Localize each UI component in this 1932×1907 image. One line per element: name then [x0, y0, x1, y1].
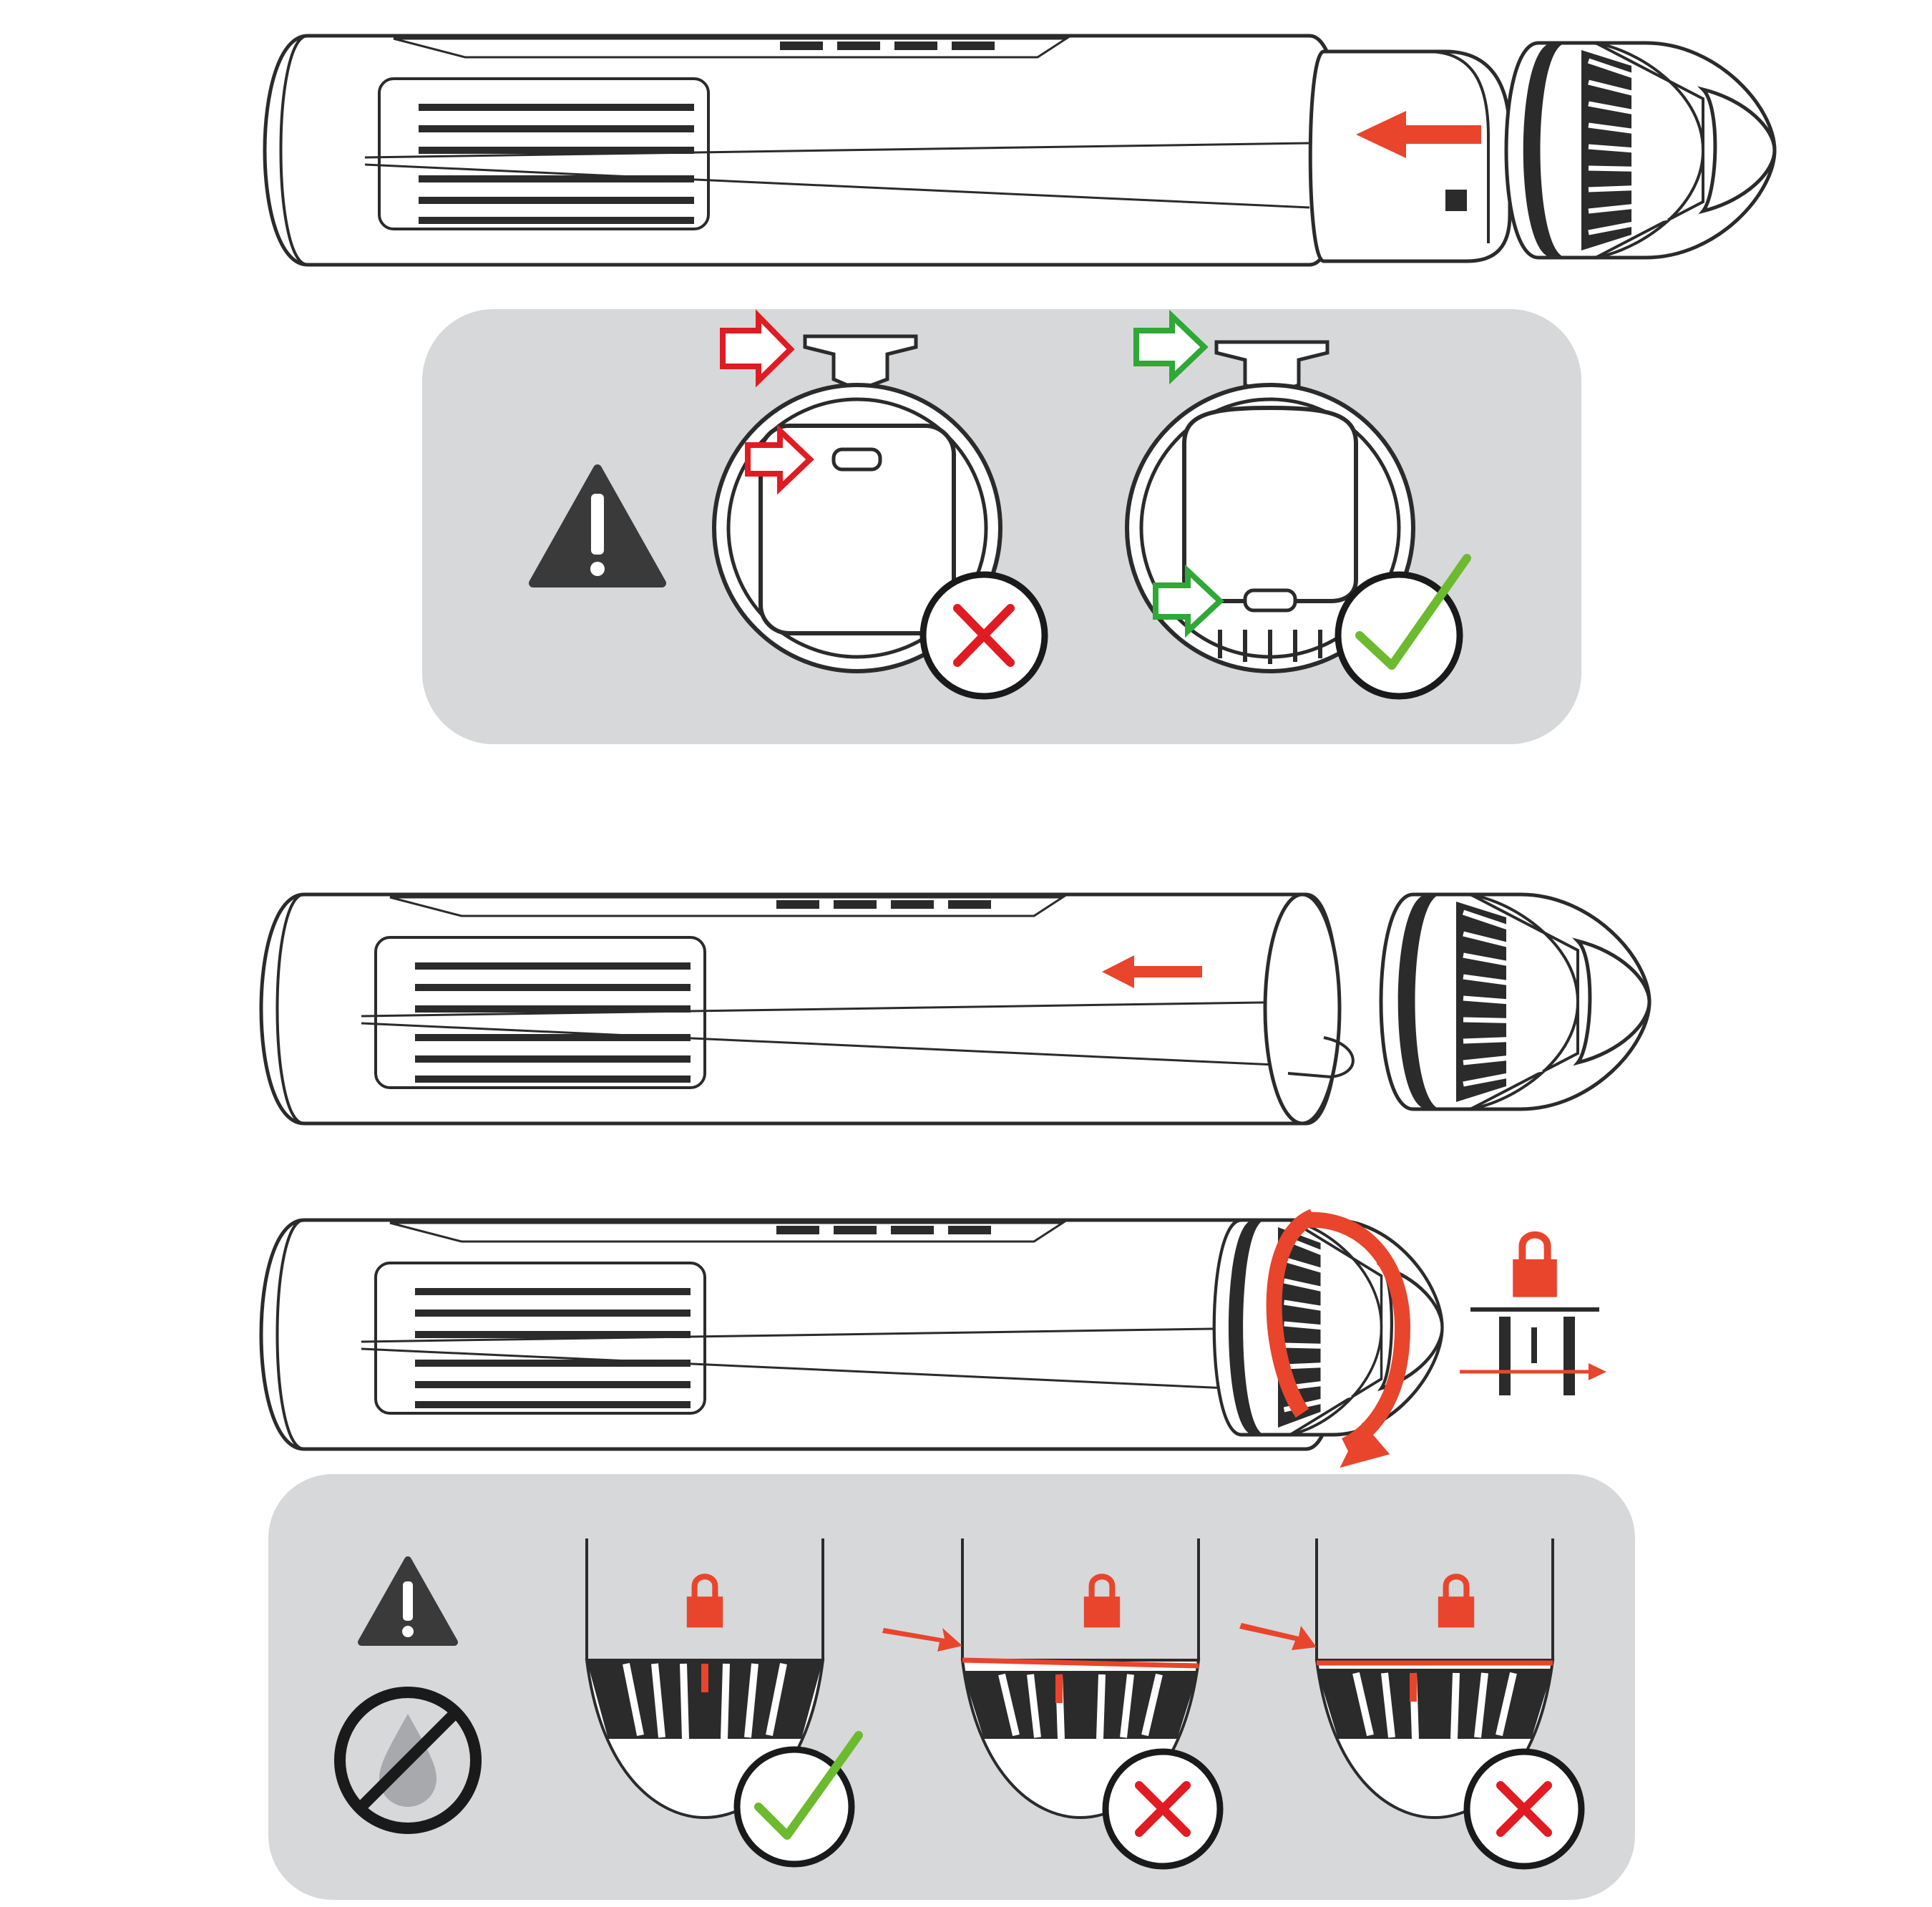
rotate-arrow-icon	[1266, 1209, 1411, 1468]
arrow-icon	[745, 424, 814, 495]
tube-illustration-1	[265, 36, 1342, 265]
lock-check-gap	[882, 1538, 1224, 1870]
tube-illustration-2	[261, 894, 1338, 1123]
arrow-icon	[1133, 309, 1209, 385]
no-water-icon	[334, 1687, 482, 1834]
arrow-icon	[1153, 564, 1224, 638]
step-sleeve-orientation-check	[422, 309, 1581, 744]
tube-illustration-3	[261, 1220, 1338, 1449]
lock-check-seal	[1239, 1538, 1585, 1870]
cap-illustration-2	[1381, 894, 1649, 1109]
arrow-icon	[1239, 1623, 1317, 1650]
arrow-icon	[1102, 955, 1202, 988]
step-insert-sleeve	[261, 894, 1649, 1123]
cross-mark-icon	[1102, 1748, 1224, 1870]
cross-mark-icon	[919, 571, 1048, 700]
orientation-incorrect	[712, 309, 1048, 700]
arrow-icon	[720, 309, 795, 388]
lock-alignment-icon	[1460, 1235, 1606, 1395]
padlock-icon	[1513, 1235, 1557, 1297]
lock-check-correct	[585, 1538, 863, 1868]
step-slide-sleeve	[265, 36, 1775, 265]
check-mark-icon	[1335, 554, 1471, 700]
step-lock-alignment-check	[268, 1474, 1635, 1900]
arrow-icon	[1356, 111, 1481, 158]
check-mark-icon	[733, 1731, 863, 1868]
cross-mark-icon	[1463, 1748, 1585, 1870]
warning-triangle-icon	[358, 1556, 458, 1646]
warning-triangle-icon	[529, 464, 666, 587]
step-screw-cap-to-lock	[261, 1209, 1606, 1468]
orientation-correct	[1125, 309, 1471, 700]
sleeve-illustration	[1308, 49, 1512, 263]
cap-illustration-1	[1506, 43, 1775, 258]
arrow-icon	[882, 1628, 962, 1652]
info-panel-bottom	[268, 1474, 1635, 1900]
